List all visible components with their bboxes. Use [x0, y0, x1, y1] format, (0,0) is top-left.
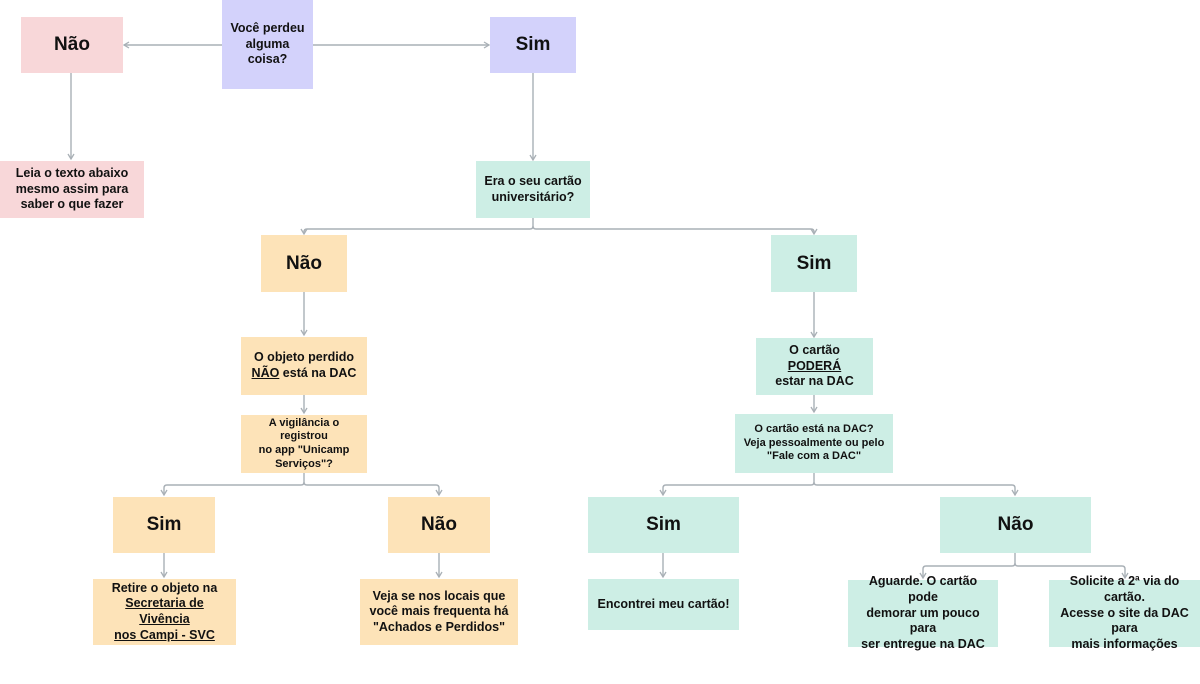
dac-yes-label: Sim [646, 514, 681, 536]
read-text-line1: Leia o texto abaixo [15, 166, 129, 181]
dac-no-label: Não [997, 514, 1034, 536]
wait-line1: Aguarde. O cartão pode [868, 574, 978, 605]
security-question-line3: Serviços"? [275, 457, 333, 470]
read-text-node: Leia o texto abaixo mesmo assim para sab… [0, 161, 144, 218]
security-question-node: A vigilância o registrou no app "Unicamp… [241, 415, 367, 473]
pickup-svc-line1: Retire o objeto na [111, 580, 218, 595]
security-question-line1: A vigilância o registrou [268, 416, 340, 443]
read-text-line3: saber o que fazer [20, 197, 124, 212]
root-question-line1: Você perdeu [230, 21, 305, 36]
edge-dacq-yes [659, 473, 815, 497]
pickup-svc-node: Retire o objeto na Secretaria de Vivênci… [93, 579, 236, 645]
security-yes-label: Sim [146, 514, 182, 536]
not-in-dac-emphasis: NÃO [251, 366, 280, 380]
card-no-node: Não [261, 235, 347, 292]
may-be-in-dac-node: O cartão PODERÁ estar na DAC [756, 338, 873, 395]
root-question-node: Você perdeu alguma coisa? [222, 0, 313, 89]
may-be-in-dac-line1: O cartão PODERÁ [762, 343, 867, 374]
dac-question-line2: Veja pessoalmente ou pelo [743, 436, 885, 449]
card-question-node: Era o seu cartão universitário? [476, 161, 590, 218]
dac-yes-node: Sim [588, 497, 739, 553]
second-copy-line2: Acesse o site da DAC para [1060, 605, 1189, 636]
read-text-line2: mesmo assim para [15, 181, 129, 196]
second-copy-line1: Solicite a 2ª via do cartão. [1069, 574, 1180, 605]
may-be-in-dac-emphasis: PODERÁ [787, 358, 842, 373]
lost-found-line1: Veja se nos locais que [372, 588, 506, 603]
pickup-svc-line2: Secretaria de Vivência [125, 596, 204, 626]
second-copy-line3: mais informações [1071, 636, 1178, 651]
not-in-dac-node: O objeto perdido NÃO está na DAC [241, 337, 367, 395]
not-in-dac-line2: NÃO está na DAC [252, 366, 357, 382]
card-yes-label: Sim [796, 252, 832, 274]
security-question-line2: no app "Unicamp [258, 444, 350, 456]
wait-node: Aguarde. O cartão pode demorar um pouco … [848, 574, 998, 651]
dac-question-line1: O cartão está na DAC? [754, 422, 874, 435]
edge-card-yes [532, 225, 818, 236]
edge-dacq-no [813, 481, 1019, 497]
wait-line2: demorar um pouco para [866, 605, 980, 636]
card-question-line2: universitário? [491, 189, 575, 204]
lost-found-node: Veja se nos locais que você mais frequen… [360, 579, 518, 645]
found-card-node: Encontrei meu cartão! [588, 579, 739, 630]
root-yes-label: Sim [515, 34, 551, 56]
edge-dacno-secondcopy [1014, 562, 1129, 580]
security-yes-node: Sim [113, 497, 215, 553]
security-no-node: Não [388, 497, 490, 553]
lost-found-line3: "Achados e Perdidos" [372, 619, 505, 634]
not-in-dac-line1: O objeto perdido [253, 350, 354, 365]
may-be-in-dac-line2: estar na DAC [775, 374, 854, 389]
root-yes-node: Sim [490, 17, 576, 73]
edge-security-no [303, 481, 443, 497]
root-no-label: Não [54, 34, 90, 56]
lost-found-line2: você mais frequenta há [369, 604, 509, 619]
pickup-svc-line3: nos Campi - SVC [114, 627, 215, 642]
dac-question-line3: "Fale com a DAC" [766, 450, 862, 463]
card-no-label: Não [286, 252, 322, 274]
found-card-label: Encontrei meu cartão! [597, 596, 730, 611]
may-be-in-dac-line1-pre: O cartão [789, 343, 840, 358]
card-question-line1: Era o seu cartão [484, 173, 582, 188]
root-question-line2: alguma coisa? [245, 36, 290, 67]
dac-no-node: Não [940, 497, 1091, 553]
dac-question-node: O cartão está na DAC? Veja pessoalmente … [735, 414, 893, 473]
security-no-label: Não [421, 514, 457, 536]
wait-line3: ser entregue na DAC [861, 636, 985, 651]
edge-security-yes [160, 473, 305, 497]
card-yes-node: Sim [771, 235, 857, 292]
root-no-node: Não [21, 17, 123, 73]
not-in-dac-line2-rest: está na DAC [279, 366, 357, 380]
second-copy-node: Solicite a 2ª via do cartão. Acesse o si… [1049, 574, 1200, 651]
edge-card-no [300, 218, 534, 236]
